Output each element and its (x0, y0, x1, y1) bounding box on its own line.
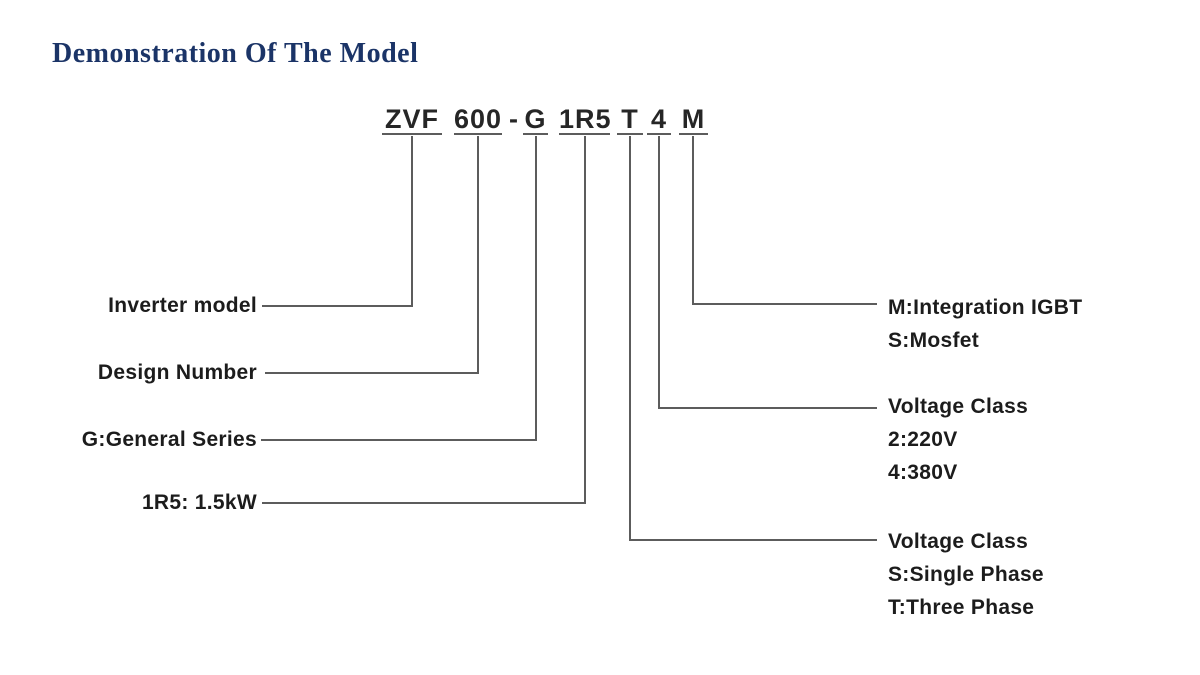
label-phase-class-title: Voltage Class (888, 530, 1029, 553)
label-voltage-220v: 2:220V (888, 428, 958, 451)
label-design-number: Design Number (97, 361, 257, 384)
connector-4-vertical (658, 136, 660, 409)
code-segment-zvf: ZVF (382, 104, 442, 135)
label-block-voltage-class: Voltage Class 2:220V 4:380V (888, 390, 1028, 489)
connector-t-horizontal (629, 539, 877, 541)
label-three-phase: T:Three Phase (888, 596, 1035, 619)
label-mosfet: S:Mosfet (888, 329, 980, 352)
connector-g-horizontal (261, 439, 537, 441)
label-inverter-model: Inverter model (108, 294, 257, 317)
connector-4-horizontal (658, 407, 877, 409)
code-segment-t: T (617, 104, 643, 135)
connector-zvf-vertical (411, 136, 413, 307)
connector-zvf-horizontal (262, 305, 413, 307)
connector-1r5-vertical (584, 136, 586, 504)
page-title: Demonstration Of The Model (52, 38, 419, 69)
connector-600-horizontal (265, 372, 479, 374)
connector-1r5-horizontal (262, 502, 586, 504)
code-segment-1r5: 1R5 (559, 104, 612, 135)
label-single-phase: S:Single Phase (888, 563, 1044, 586)
label-voltage-class-title: Voltage Class (888, 395, 1029, 418)
label-voltage-380v: 4:380V (888, 461, 958, 484)
label-integration-igbt: M:Integration IGBT (888, 296, 1083, 319)
label-power-rating: 1R5: 1.5kW (141, 491, 257, 514)
connector-g-vertical (535, 136, 537, 441)
code-segment-m: M (679, 104, 708, 135)
code-segment-g: G (523, 104, 548, 135)
label-block-igbt-type: M:Integration IGBT S:Mosfet (888, 291, 1082, 357)
connector-600-vertical (477, 136, 479, 374)
connector-m-horizontal (692, 303, 877, 305)
label-general-series: G:General Series (81, 428, 257, 451)
code-segment-600: 600 (454, 104, 503, 135)
code-segment-dash: - (509, 104, 519, 134)
connector-m-vertical (692, 136, 694, 305)
connector-t-vertical (629, 136, 631, 541)
label-block-phase-class: Voltage Class S:Single Phase T:Three Pha… (888, 525, 1044, 624)
code-segment-4: 4 (647, 104, 671, 135)
